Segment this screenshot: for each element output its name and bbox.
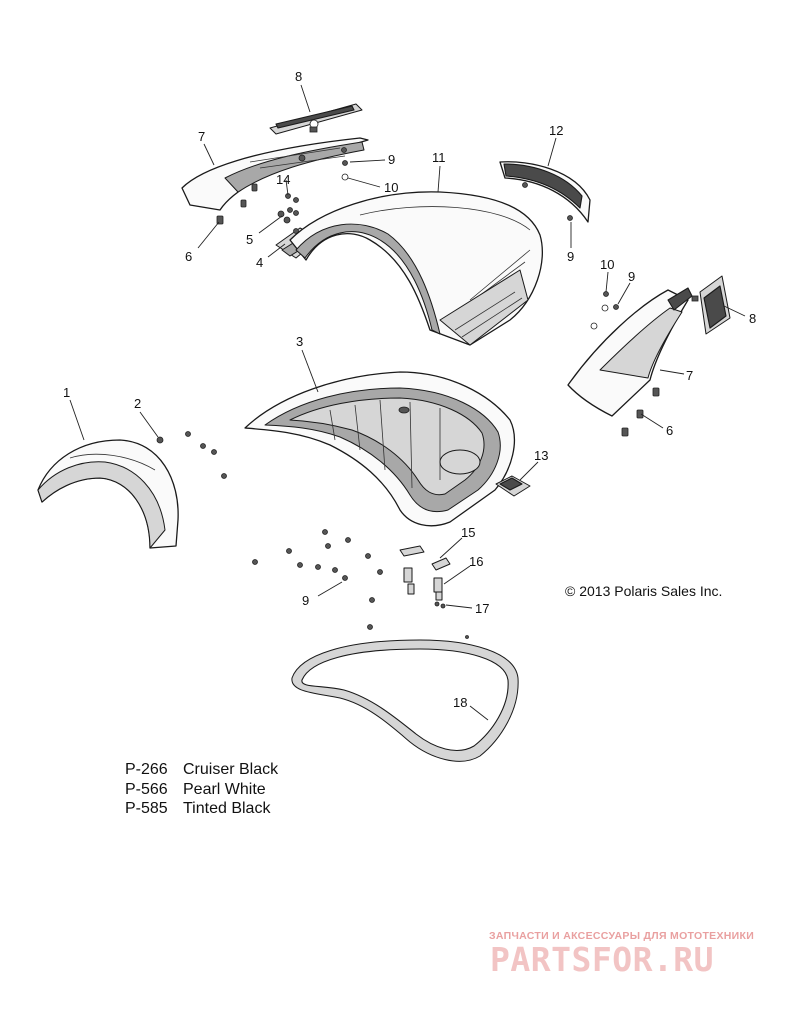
callout-16: 16 bbox=[469, 554, 483, 569]
copyright-notice: © 2013 Polaris Sales Inc. bbox=[565, 583, 723, 599]
callout-17: 17 bbox=[475, 601, 489, 616]
part-15-clip bbox=[399, 545, 451, 571]
paint-code-list: P-266 Cruiser Black P-566 Pearl White P-58… bbox=[125, 760, 278, 819]
callout-10-top: 10 bbox=[384, 180, 398, 195]
part-13-latch bbox=[495, 475, 531, 497]
part-16-brackets bbox=[403, 567, 443, 601]
fastener-9-right bbox=[567, 215, 573, 221]
callout-9-bottom: 9 bbox=[302, 593, 309, 608]
callout-4: 4 bbox=[256, 255, 263, 270]
callout-6-top: 6 bbox=[185, 249, 192, 264]
paint-name: Pearl White bbox=[183, 780, 266, 798]
paint-code-item: P-566 Pearl White bbox=[125, 780, 278, 800]
paint-code-item: P-585 Tinted Black bbox=[125, 799, 278, 819]
callout-10-right: 10 bbox=[600, 257, 614, 272]
callout-3: 3 bbox=[296, 334, 303, 349]
callout-12: 12 bbox=[549, 123, 563, 138]
part-7-top-trim bbox=[181, 137, 369, 211]
callout-7-top: 7 bbox=[198, 129, 205, 144]
paint-code-item: P-266 Cruiser Black bbox=[125, 760, 278, 780]
part-6-side-grommets bbox=[621, 387, 660, 437]
callout-9-right-top: 9 bbox=[567, 249, 574, 264]
part-2-fasteners bbox=[156, 431, 227, 479]
paint-name: Cruiser Black bbox=[183, 761, 279, 778]
fasteners-top bbox=[277, 147, 349, 224]
callout-8-right: 8 bbox=[749, 311, 756, 326]
part-8-side-reflector bbox=[691, 275, 731, 335]
callout-13: 13 bbox=[534, 448, 548, 463]
part-8-top-reflector bbox=[269, 103, 363, 135]
part-17-screws bbox=[434, 601, 446, 609]
watermark-brand: PARTSFOR.RU bbox=[490, 940, 715, 979]
part-12-right-trim bbox=[499, 161, 591, 223]
paint-name: Tinted Black bbox=[183, 800, 271, 817]
callout-2: 2 bbox=[134, 396, 141, 411]
callout-1: 1 bbox=[63, 385, 70, 400]
callout-9-right: 9 bbox=[628, 269, 635, 284]
part-11-lid bbox=[289, 191, 543, 346]
part-3-trunk-base bbox=[244, 371, 515, 527]
leader-lines bbox=[69, 84, 746, 721]
callout-18: 18 bbox=[453, 695, 467, 710]
part-6-top-grommets bbox=[216, 183, 258, 225]
callout-labels: 8 7 9 10 11 12 14 5 4 6 9 10 9 8 7 6 3 1… bbox=[63, 69, 756, 710]
paint-code: P-585 bbox=[125, 800, 168, 817]
fasteners-9-bottom bbox=[252, 529, 383, 630]
callout-14: 14 bbox=[276, 172, 290, 187]
callout-9-top: 9 bbox=[388, 152, 395, 167]
part-18-seal bbox=[291, 635, 519, 762]
paint-code: P-266 bbox=[125, 761, 168, 778]
callout-5: 5 bbox=[246, 232, 253, 247]
callout-8-top: 8 bbox=[295, 69, 302, 84]
part-1-side-cover bbox=[37, 439, 179, 549]
part-7-side-trim bbox=[567, 287, 693, 417]
watermark-tagline: ЗАПЧАСТИ И АКСЕССУАРЫ ДЛЯ МОТОТЕХНИКИ bbox=[489, 930, 755, 942]
paint-code: P-566 bbox=[125, 780, 168, 798]
callout-6-right: 6 bbox=[666, 423, 673, 438]
fasteners-right-middle bbox=[590, 291, 619, 330]
callout-15: 15 bbox=[461, 525, 475, 540]
callout-7-right: 7 bbox=[686, 368, 693, 383]
callout-11: 11 bbox=[432, 150, 446, 165]
